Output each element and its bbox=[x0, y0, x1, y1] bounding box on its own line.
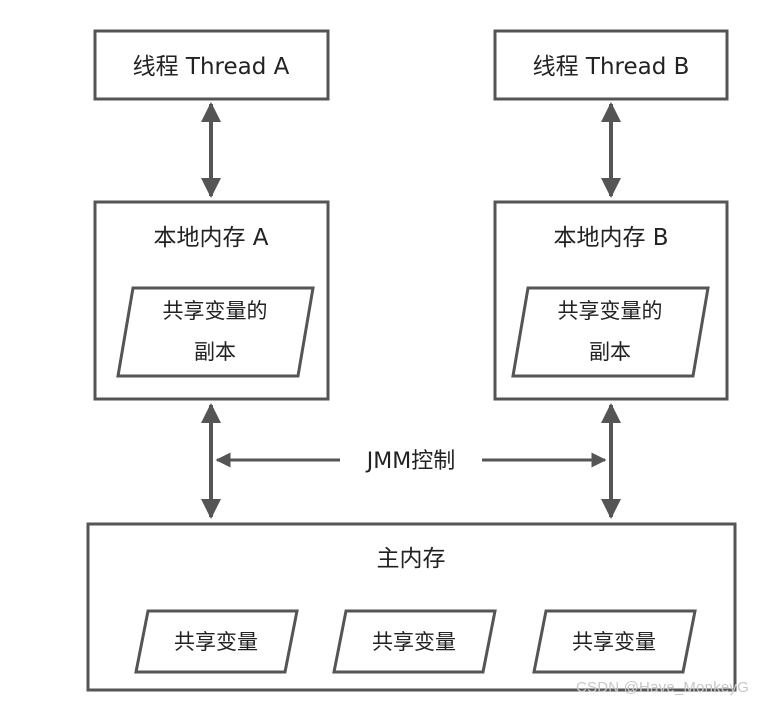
copy-a-line2: 副本 bbox=[194, 340, 236, 364]
thread-b-label: 线程 Thread B bbox=[533, 54, 690, 80]
copy-b-line2: 副本 bbox=[589, 340, 631, 364]
local-memory-a-box: 本地内存 A 共享变量的 副本 bbox=[93, 200, 330, 401]
local-memory-a-label: 本地内存 A bbox=[153, 225, 268, 251]
shared-variable-3 bbox=[532, 609, 697, 674]
shared-variable-copy-b bbox=[511, 286, 710, 378]
shared-variable-copy-a bbox=[116, 286, 315, 378]
shared-variable-2-label: 共享变量 bbox=[372, 630, 456, 654]
local-memory-b-box: 本地内存 B 共享变量的 副本 bbox=[493, 200, 729, 401]
copy-b-line1: 共享变量的 bbox=[558, 299, 663, 323]
main-memory-box: 主内存 共享变量 共享变量 共享变量 bbox=[86, 522, 737, 692]
shared-variable-3-label: 共享变量 bbox=[572, 630, 656, 654]
local-memory-b-label: 本地内存 B bbox=[553, 225, 668, 251]
jmm-control-label: JMM控制 bbox=[365, 449, 455, 474]
thread-b-box: 线程 Thread B bbox=[493, 29, 729, 101]
thread-a-label: 线程 Thread A bbox=[133, 54, 290, 80]
shared-variable-1 bbox=[134, 609, 299, 674]
thread-a-box: 线程 Thread A bbox=[93, 29, 330, 101]
shared-variable-1-label: 共享变量 bbox=[174, 630, 258, 654]
copy-a-line1: 共享变量的 bbox=[163, 299, 268, 323]
watermark: CSDN @Have_MonkeyG bbox=[575, 679, 749, 696]
main-memory-label: 主内存 bbox=[377, 546, 446, 572]
shared-variable-2 bbox=[332, 609, 497, 674]
